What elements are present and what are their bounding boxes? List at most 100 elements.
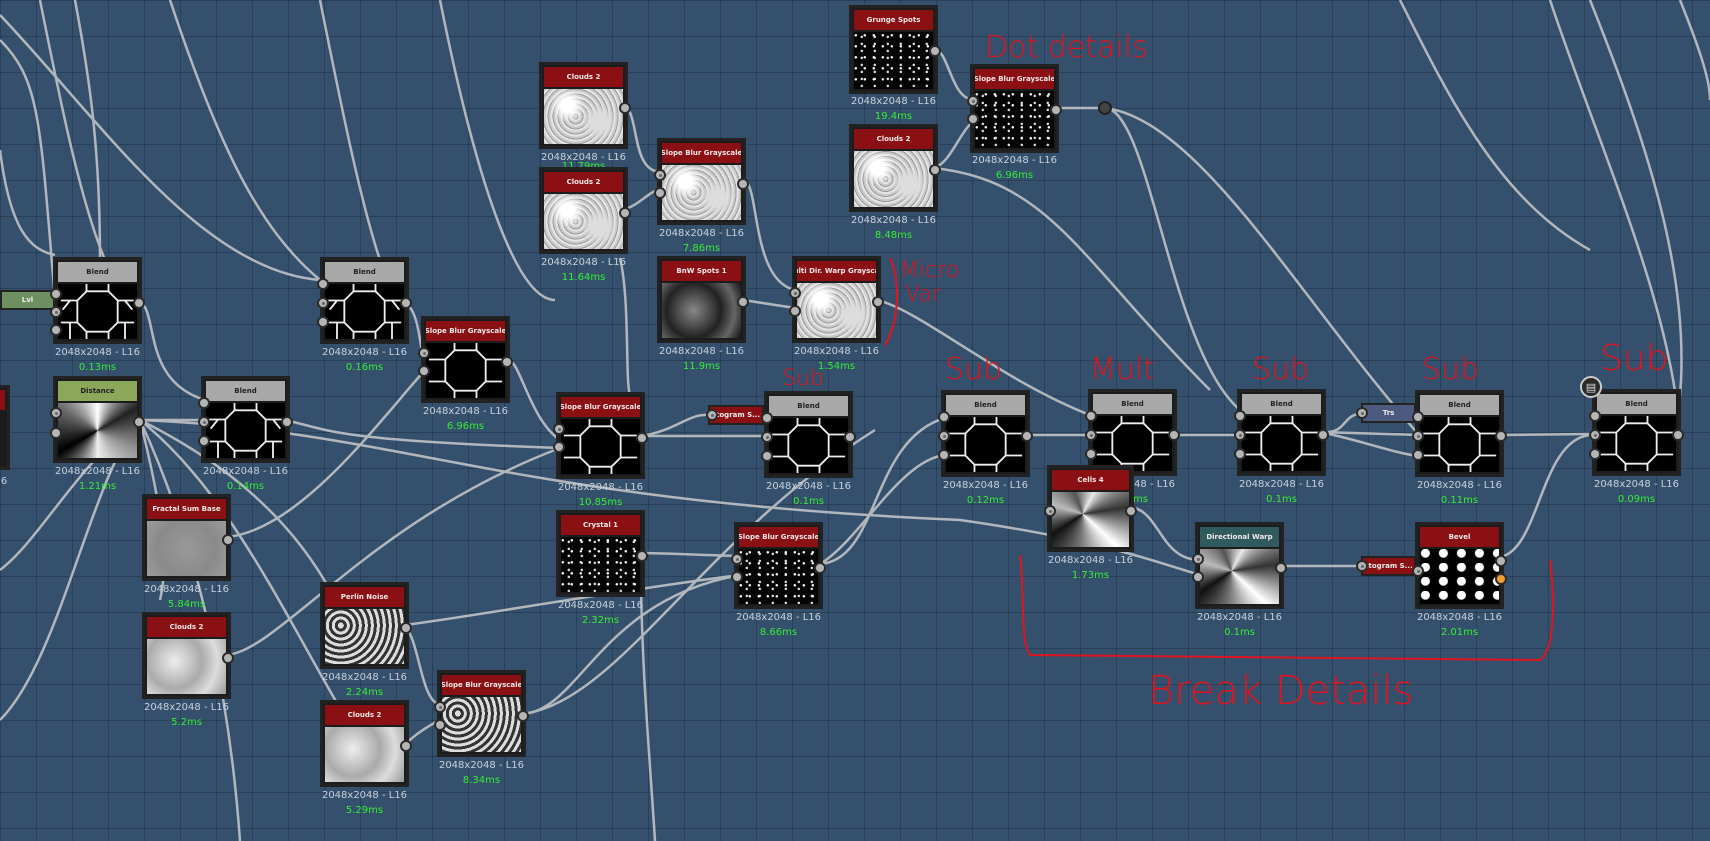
output-port[interactable] [517, 710, 529, 722]
output-port[interactable] [1495, 555, 1507, 567]
perlin-noise-node[interactable]: Perlin Noise [320, 582, 412, 669]
input-port[interactable] [938, 411, 950, 423]
input-port[interactable] [418, 347, 430, 359]
slope-blur-node[interactable]: Slope Blur Grayscale [434, 670, 529, 757]
multi-dir-warp-node[interactable]: Multi Dir. Warp Grayscale [789, 256, 884, 343]
input-port[interactable] [317, 278, 329, 290]
output-port[interactable] [619, 207, 631, 219]
input-port[interactable] [789, 287, 801, 299]
blend-node[interactable]: Blend [198, 376, 293, 463]
crystal-node[interactable]: Crystal 1 [556, 510, 648, 597]
output-port[interactable] [872, 296, 884, 308]
grunge-spots-node[interactable]: Grunge Spots [849, 5, 941, 94]
output-port[interactable] [1021, 430, 1033, 442]
output-port[interactable] [619, 102, 631, 114]
blend-node[interactable]: Blend [761, 391, 856, 478]
output-port[interactable] [929, 45, 941, 57]
output-port[interactable] [1275, 562, 1287, 574]
output-port[interactable] [1050, 104, 1062, 116]
output-port[interactable] [737, 296, 749, 308]
input-port[interactable] [654, 169, 666, 181]
partial-node[interactable] [0, 385, 10, 470]
blend-node[interactable]: Blend [50, 257, 145, 344]
clouds-node[interactable]: Clouds 2 [539, 167, 631, 254]
input-port[interactable] [789, 305, 801, 317]
output-port[interactable] [929, 164, 941, 176]
output-port[interactable] [737, 178, 749, 190]
input-port[interactable] [1234, 410, 1246, 422]
input-port[interactable] [317, 297, 329, 309]
output-port[interactable] [814, 562, 826, 574]
cells-node[interactable]: Cells 4 [1044, 465, 1137, 552]
output-port[interactable] [400, 622, 412, 634]
fractal-sum-base-node[interactable]: Fractal Sum Base [142, 494, 234, 581]
input-port[interactable] [1589, 410, 1601, 422]
directional-warp-node[interactable]: Directional Warp [1192, 522, 1287, 609]
input-port[interactable] [553, 441, 565, 453]
bnw-spots-node[interactable]: BnW Spots 1 [657, 256, 749, 343]
clouds-node[interactable]: Clouds 2 [849, 124, 941, 212]
output-port[interactable] [1672, 429, 1684, 441]
input-port[interactable] [1412, 411, 1424, 423]
blend-node[interactable]: Blend [1234, 389, 1329, 476]
slope-blur-node[interactable]: Slope Blur Grayscale [654, 138, 749, 225]
input-port[interactable] [50, 427, 62, 439]
output-port[interactable] [281, 416, 293, 428]
blend-node[interactable]: Blend [938, 390, 1033, 477]
input-port[interactable] [1589, 429, 1601, 441]
output-port-secondary[interactable] [1495, 573, 1507, 585]
input-port[interactable] [418, 365, 430, 377]
input-port[interactable] [1412, 449, 1424, 461]
output-port[interactable] [133, 416, 145, 428]
input-port[interactable] [50, 288, 62, 300]
histogram-scan-node[interactable]: stogram S... [1361, 556, 1416, 576]
input-port[interactable] [1412, 565, 1424, 577]
slope-blur-node[interactable]: Slope Blur Grayscale [731, 522, 826, 609]
blend-node[interactable]: Blend [1412, 390, 1507, 477]
input-port[interactable] [317, 316, 329, 328]
output-port[interactable] [636, 550, 648, 562]
input-port[interactable] [731, 553, 743, 565]
clouds-node[interactable]: Clouds 2 [539, 62, 631, 149]
input-port[interactable] [1044, 505, 1056, 517]
slope-blur-node[interactable]: Slope Blur Grayscale [967, 64, 1062, 153]
input-port[interactable] [706, 409, 718, 421]
input-port[interactable] [1234, 448, 1246, 460]
output-port[interactable] [222, 534, 234, 546]
output-port[interactable] [133, 297, 145, 309]
input-port[interactable] [761, 450, 773, 462]
output-port[interactable] [844, 431, 856, 443]
output-port[interactable] [400, 297, 412, 309]
output-port[interactable] [1495, 430, 1507, 442]
input-port[interactable] [50, 324, 62, 336]
input-port[interactable] [553, 423, 565, 435]
input-port[interactable] [1356, 560, 1368, 572]
output-port[interactable] [400, 740, 412, 752]
blend-node[interactable]: Blend [1085, 389, 1180, 476]
clouds-node[interactable]: Clouds 2 [142, 612, 234, 699]
input-port[interactable] [654, 187, 666, 199]
input-port[interactable] [434, 719, 446, 731]
input-port[interactable] [1234, 429, 1246, 441]
clouds-node[interactable]: Clouds 2 [320, 700, 412, 787]
slope-blur-node[interactable]: Slope Blur Grayscale [418, 316, 513, 403]
distance-node[interactable]: Distance [50, 376, 145, 463]
input-port[interactable] [1589, 448, 1601, 460]
input-port[interactable] [1085, 410, 1097, 422]
input-port[interactable] [198, 416, 210, 428]
output-port[interactable] [1168, 429, 1180, 441]
output-port[interactable] [501, 356, 513, 368]
input-port[interactable] [50, 306, 62, 318]
bevel-node[interactable]: Bevel [1412, 522, 1507, 609]
input-port[interactable] [967, 95, 979, 107]
comment-icon[interactable]: ▤ [1580, 376, 1602, 398]
input-port[interactable] [198, 397, 210, 409]
input-port[interactable] [50, 407, 62, 419]
input-port[interactable] [761, 412, 773, 424]
output-port[interactable] [222, 652, 234, 664]
input-port[interactable] [1192, 571, 1204, 583]
blend-node[interactable]: Blend [1589, 389, 1684, 476]
input-port[interactable] [1085, 429, 1097, 441]
slope-blur-node[interactable]: Slope Blur Grayscale [553, 392, 648, 479]
